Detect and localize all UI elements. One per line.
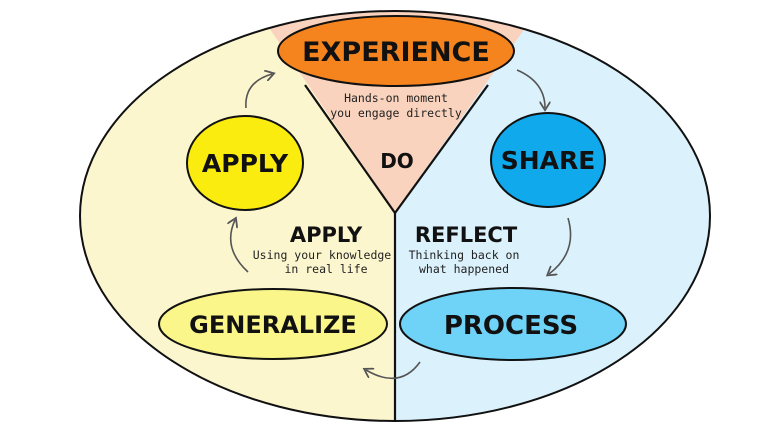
generalize-label: GENERALIZE (189, 311, 357, 339)
apply-node-label: APPLY (202, 149, 289, 178)
outer-ellipse (79, 10, 711, 422)
reflect-line1: Thinking back on (409, 248, 520, 262)
arrow-experience-to-share (516, 69, 545, 108)
experience-label: EXPERIENCE (302, 37, 490, 68)
node-process: PROCESS (399, 287, 627, 361)
reflect-line2: what happened (419, 262, 509, 276)
reflect-title: REFLECT (415, 223, 518, 247)
node-experience: EXPERIENCE (277, 15, 515, 87)
arrow-generalize-to-apply (231, 220, 249, 273)
node-share: SHARE (490, 112, 606, 208)
divider-right (394, 84, 489, 214)
do-label: DO (380, 149, 414, 173)
apply-region-line2: in real life (284, 262, 367, 276)
arrow-process-to-generalize (366, 361, 421, 380)
process-label: PROCESS (444, 311, 578, 341)
node-apply: APPLY (186, 115, 304, 211)
apply-region-line1: Using your knowledge (253, 248, 392, 262)
arrow-share-to-process (549, 217, 572, 274)
apply-region-title: APPLY (290, 223, 363, 247)
divider-left (304, 84, 396, 214)
share-label: SHARE (501, 146, 596, 175)
node-generalize: GENERALIZE (158, 288, 388, 360)
experience-desc-line1: Hands-on moment (344, 91, 448, 105)
arrow-apply-to-experience (245, 74, 272, 109)
experience-desc-line2: you engage directly (330, 106, 462, 120)
